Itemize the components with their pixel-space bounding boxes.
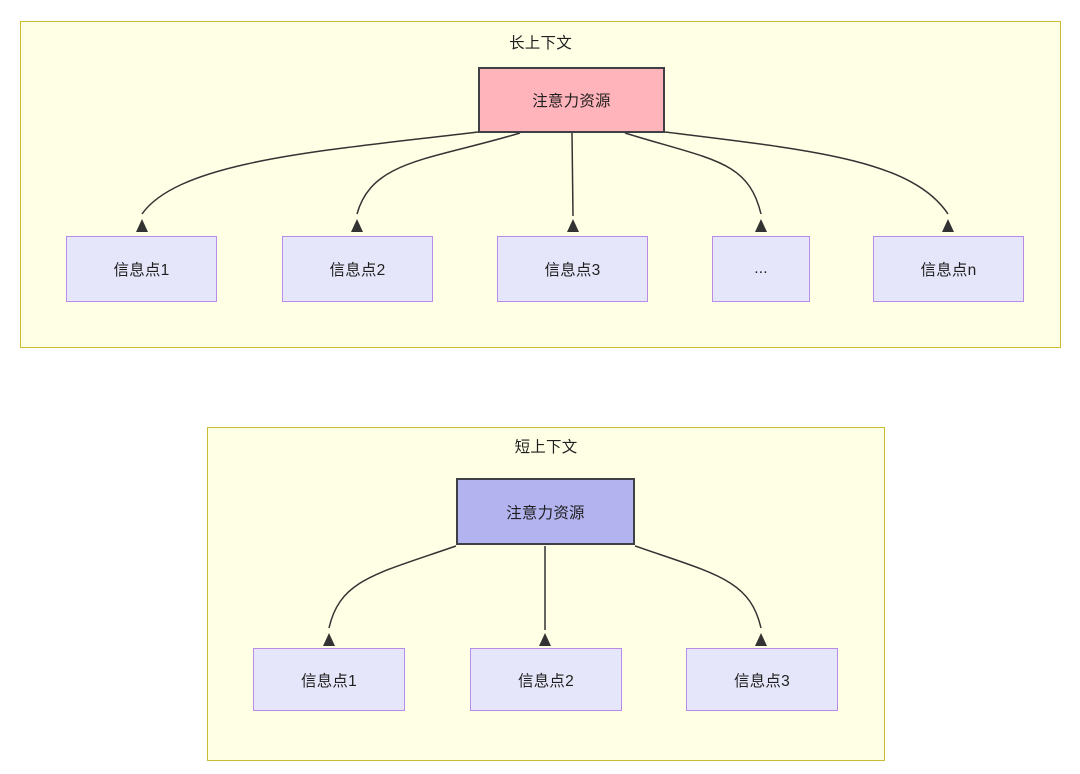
- node-label: 信息点n: [920, 262, 977, 279]
- node-label: 信息点1: [113, 262, 170, 279]
- node-label: 信息点3: [544, 262, 601, 279]
- node-info-point-ellipsis-long[interactable]: ...: [712, 236, 810, 302]
- panel-short-context-title: 短上下文: [514, 439, 578, 456]
- node-info-point-1-long[interactable]: 信息点1: [66, 236, 217, 302]
- node-label: 信息点1: [301, 672, 357, 690]
- panel-long-context-title: 长上下文: [509, 35, 572, 52]
- node-label: 信息点3: [734, 672, 790, 690]
- node-info-point-3-short[interactable]: 信息点3: [686, 648, 838, 711]
- node-label: 注意力资源: [506, 504, 585, 522]
- node-label: 注意力资源: [532, 93, 611, 110]
- node-info-point-2-short[interactable]: 信息点2: [470, 648, 622, 711]
- node-info-point-1-short[interactable]: 信息点1: [253, 648, 405, 711]
- node-attention-resource-long[interactable]: 注意力资源: [478, 67, 665, 133]
- node-info-point-n-long[interactable]: 信息点n: [873, 236, 1024, 302]
- node-label: 信息点2: [329, 262, 386, 279]
- node-label: ...: [754, 260, 768, 277]
- node-info-point-2-long[interactable]: 信息点2: [282, 236, 433, 302]
- node-label: 信息点2: [518, 672, 574, 690]
- node-info-point-3-long[interactable]: 信息点3: [497, 236, 648, 302]
- node-attention-resource-short[interactable]: 注意力资源: [456, 478, 635, 545]
